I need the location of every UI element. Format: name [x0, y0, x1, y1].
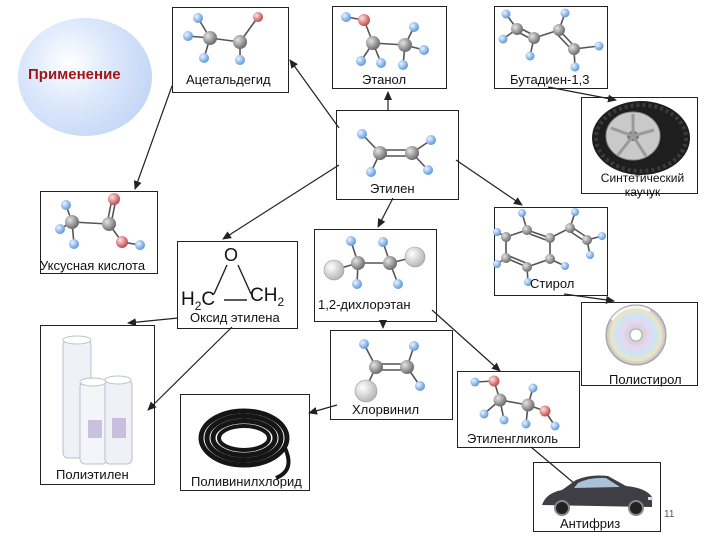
formula-h: H — [181, 289, 195, 310]
acetic-acid-molecule — [55, 193, 145, 250]
butadiene-molecule — [498, 8, 604, 72]
ethanol-molecule — [341, 12, 429, 70]
label-acetic-acid: Уксусная кислота — [40, 258, 146, 273]
dichloroethane-molecule — [323, 236, 426, 289]
label-polyethylene: Полиэтилен — [56, 467, 129, 482]
tire-icon — [592, 101, 690, 175]
label-pvc: Поливинилхлорид — [191, 474, 302, 489]
label-ethanol: Этанол — [362, 72, 407, 87]
ethylene-oxide-oxygen: O — [224, 245, 239, 265]
label-butadiene: Бутадиен-1,3 — [510, 72, 590, 87]
box-acetaldehyde — [172, 7, 289, 93]
film-rolls-icon — [62, 335, 133, 465]
box-vinyl-chloride — [330, 330, 453, 420]
styrene-molecule — [493, 208, 606, 286]
car-icon — [542, 475, 653, 516]
label-ethylene: Этилен — [370, 181, 415, 196]
formula-sub-right: 2 — [277, 294, 285, 309]
ethylene-oxide-right-group: CH2 — [250, 285, 284, 309]
label-styrene: Стирол — [530, 276, 575, 291]
label-dichloroethane: 1,2-дихлорэтан — [318, 297, 411, 312]
arrows — [127, 59, 617, 490]
formula-c: C — [201, 289, 216, 310]
acetaldehyde-molecule — [183, 12, 263, 65]
label-ethylene-oxide: Оксид этилена — [190, 310, 280, 325]
label-synthetic-rubber: Синтетический каучук — [600, 171, 685, 199]
formula-ch: CH — [250, 285, 278, 306]
ethylene-oxide-left-group: H2C — [181, 289, 215, 313]
label-antifreeze: Антифриз — [560, 516, 621, 531]
label-polystyrene: Полистирол — [609, 372, 682, 387]
ethylene-molecule — [357, 129, 436, 177]
compact-disc-icon — [605, 304, 667, 366]
cable-coil-icon — [198, 408, 291, 480]
ethylene-oxide-bonds — [213, 264, 252, 301]
title-circle — [18, 18, 152, 136]
label-ethylene-glycol: Этиленгликоль — [467, 431, 558, 446]
label-vinyl-chloride: Хлорвинил — [352, 402, 420, 417]
page-title: Применение — [28, 66, 121, 83]
vinyl-chloride-molecule — [354, 339, 425, 403]
label-acetaldehyde: Ацетальдегид — [186, 72, 271, 87]
box-ethylene — [336, 110, 459, 200]
ethylene-glycol-molecule — [470, 375, 560, 431]
formula-sub-left: 2 — [194, 298, 202, 313]
box-ethylene-oxide — [177, 241, 298, 329]
page-number: 11 — [664, 509, 675, 520]
